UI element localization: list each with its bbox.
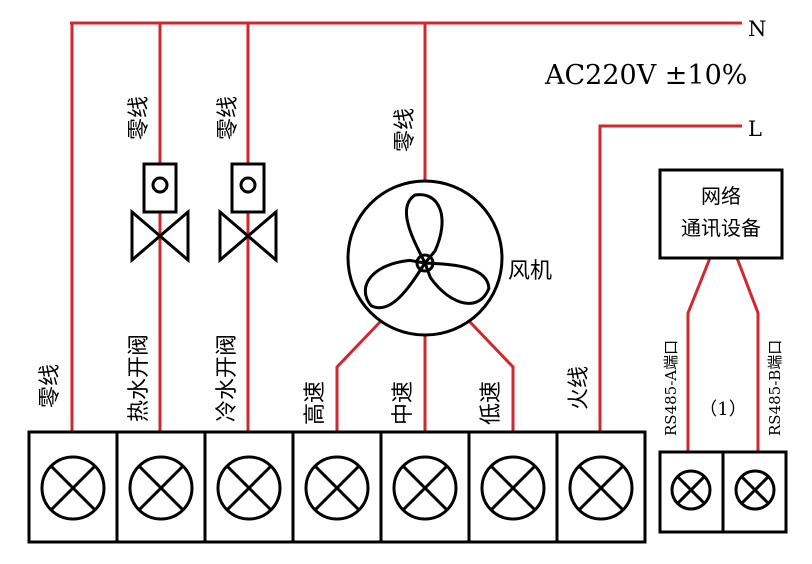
terminal-block (27, 430, 647, 544)
terminal-label-mid-speed: 中速 (391, 381, 416, 425)
terminal-label-live: 火线 (567, 366, 592, 410)
rs485-b-wire (735, 257, 760, 452)
terminal-label-high-speed: 高速 (303, 381, 328, 425)
terminal-screw-icon (734, 469, 776, 511)
terminal-label-hot-valve: 热水开阀 (127, 334, 152, 422)
wires (70, 21, 760, 452)
terminal-screw-icon (480, 455, 546, 521)
group-marker: （1） (699, 399, 746, 420)
network-device-box (658, 168, 784, 260)
terminal-screw-icon (670, 469, 712, 511)
rs485-b-label: RS485-B端口 (766, 340, 784, 436)
cold-valve-neutral-label: 零线 (216, 96, 241, 140)
hot-valve-neutral-label: 零线 (127, 96, 152, 140)
terminal-screws (40, 455, 634, 521)
neutral-label: N (748, 17, 766, 41)
terminal-screw-icon (128, 455, 194, 521)
voltage-label: AC220V ±10% (544, 60, 747, 91)
terminal-screw-icon (40, 455, 106, 521)
network-device: 网络 通讯设备 (658, 168, 784, 260)
terminal-screw-icon (216, 455, 282, 521)
fan-label: 风机 (508, 259, 552, 284)
terminal-label-cold-valve: 冷水开阀 (215, 334, 240, 422)
hot-water-valve-icon (130, 162, 190, 264)
network-device-line1: 网络 (701, 184, 741, 208)
rs485-a-wire (686, 257, 712, 452)
rs485-a-label: RS485-A端口 (662, 340, 680, 436)
fan-neutral-label: 零线 (393, 108, 418, 152)
low-speed-wire (468, 320, 515, 432)
high-speed-wire (335, 320, 382, 432)
network-device-line2: 通讯设备 (681, 216, 761, 240)
rs485-terminal-block (658, 450, 788, 534)
live-wire (598, 124, 742, 432)
terminal-screw-icon (568, 455, 634, 521)
terminal-label-low-speed: 低速 (479, 381, 504, 425)
terminal-label-neutral: 零线 (38, 364, 63, 408)
cold-water-valve-icon (218, 162, 278, 264)
live-label: L (748, 117, 762, 141)
terminal-screw-icon (304, 455, 370, 521)
rs485-screws (670, 469, 776, 511)
terminal-screw-icon (392, 455, 458, 521)
fan-icon (346, 179, 504, 337)
